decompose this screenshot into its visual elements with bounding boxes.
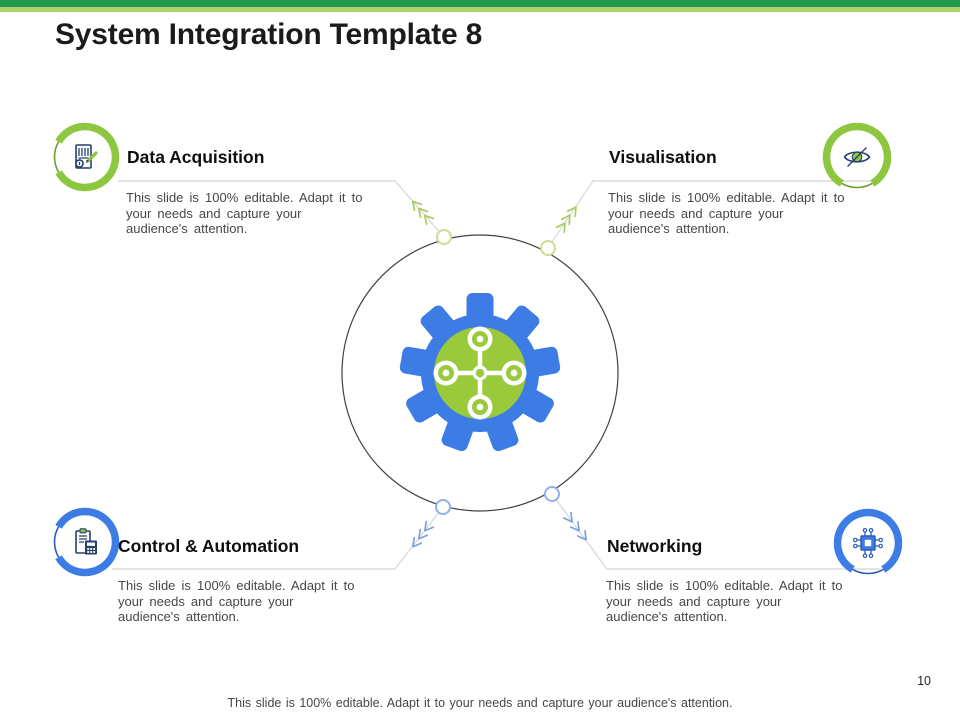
control-automation-ring — [53, 507, 120, 577]
gear-teeth — [399, 293, 561, 452]
ring-arc — [833, 508, 903, 573]
heading-networking: Networking — [607, 536, 703, 556]
network-links — [446, 339, 514, 407]
description-line: This slide is 100% editable. Adapt it to — [118, 578, 355, 593]
ring-arc — [822, 122, 892, 187]
integration-circle — [341, 234, 619, 512]
ring-arc-thin — [53, 526, 60, 558]
slide-title: System Integration Template 8 — [55, 18, 483, 51]
connector-line-control-automation — [112, 506, 444, 570]
cpu-chip-icon — [853, 528, 884, 559]
data-acquisition-ring — [53, 122, 120, 192]
description-networking: This slide is 100% editable. Adapt it to… — [606, 578, 842, 625]
description-line: your needs and capture your — [608, 205, 784, 221]
rim-node-control-automation — [435, 499, 451, 515]
description-line: This slide is 100% editable. Adapt it to — [606, 578, 843, 593]
connector-line-data-acquisition — [118, 180, 445, 238]
eye-slash-icon — [843, 147, 871, 167]
top-bar-green — [0, 0, 960, 7]
description-line: your needs and capture your — [606, 593, 782, 609]
heading-control-automation: Control & Automation — [118, 536, 300, 556]
description-line: This slide is 100% editable. Adapt it to — [608, 190, 845, 205]
networking-ring — [833, 508, 903, 575]
description-line: This slide is 100% editable. Adapt it to — [126, 190, 363, 205]
arrow-chevrons-data-acquisition — [411, 200, 435, 226]
description-line: your needs and capture your — [126, 205, 302, 221]
heading-data-acquisition: Data Acquisition — [127, 147, 265, 167]
visualisation-ring — [822, 122, 892, 189]
arrow-chevrons-visualisation — [555, 206, 577, 234]
connector-lines — [112, 180, 880, 570]
connector-line-visualisation — [547, 180, 880, 249]
page-number: 10 — [917, 674, 931, 688]
ring-arc-thin — [53, 141, 60, 173]
rim-node-networking — [544, 486, 560, 502]
arrow-chevrons-control-automation — [412, 520, 435, 548]
clipboard-calculator-icon — [75, 528, 97, 555]
description-visualisation: This slide is 100% editable. Adapt it to… — [608, 190, 844, 237]
arrow-chevrons-networking — [562, 511, 587, 541]
connector-line-networking — [551, 493, 880, 570]
top-bar-light-green — [0, 7, 960, 12]
footer-text: This slide is 100% editable. Adapt it to… — [227, 696, 733, 710]
gear-network-icon — [399, 293, 561, 452]
ring-arc — [55, 507, 120, 577]
rim-node-visualisation — [540, 240, 556, 256]
ring-arc-thin — [852, 568, 884, 575]
description-data-acquisition: This slide is 100% editable. Adapt it to… — [126, 190, 362, 237]
network-nodes — [433, 326, 527, 420]
ring-arc — [55, 122, 120, 192]
circle-rim-nodes — [435, 229, 560, 515]
rim-node-data-acquisition — [436, 229, 452, 245]
description-line: audience's attention. — [608, 221, 730, 237]
description-line: audience's attention. — [606, 609, 728, 625]
ring-arc-thin — [841, 182, 873, 189]
description-line: audience's attention. — [126, 221, 248, 237]
description-control-automation: This slide is 100% editable. Adapt it to… — [118, 578, 354, 625]
heading-visualisation: Visualisation — [609, 147, 717, 167]
description-line: audience's attention. — [118, 609, 240, 625]
document-chart-pencil-icon — [75, 144, 98, 169]
description-line: your needs and capture your — [118, 593, 294, 609]
